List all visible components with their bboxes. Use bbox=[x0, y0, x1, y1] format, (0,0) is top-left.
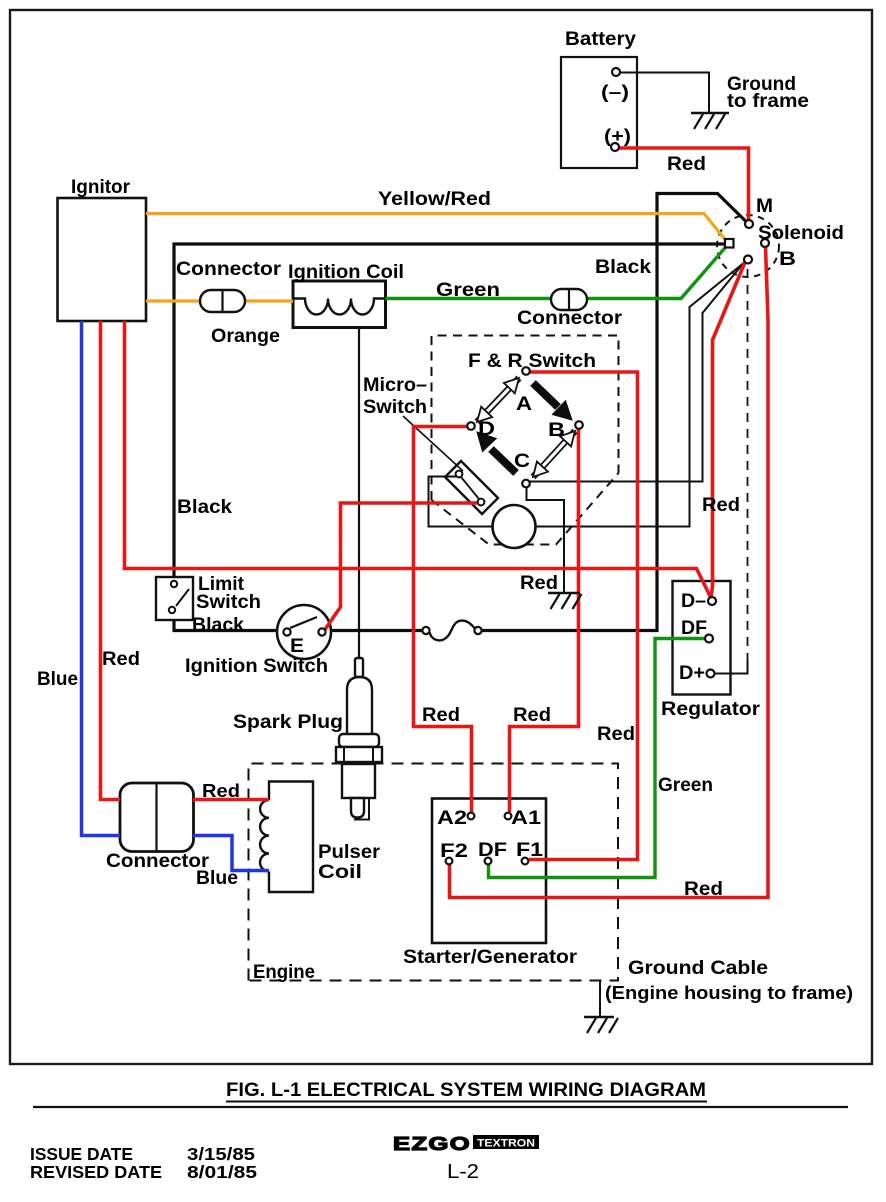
svg-text:Micro–: Micro– bbox=[363, 375, 427, 396]
svg-text:Red: Red bbox=[684, 879, 723, 900]
svg-text:Orange: Orange bbox=[211, 325, 280, 347]
svg-text:TEXTRON: TEXTRON bbox=[477, 1138, 535, 1150]
svg-text:D: D bbox=[478, 418, 495, 440]
svg-text:Black: Black bbox=[192, 615, 244, 636]
svg-text:B: B bbox=[548, 419, 565, 441]
svg-text:Solenoid: Solenoid bbox=[758, 222, 844, 244]
svg-text:Ground: Ground bbox=[727, 73, 796, 95]
svg-text:Battery: Battery bbox=[565, 28, 636, 50]
svg-text:FIG. L-1 ELECTRICAL SYSTEM WIR: FIG. L-1 ELECTRICAL SYSTEM WIRING DIAGRA… bbox=[226, 1080, 706, 1101]
svg-text:A: A bbox=[516, 393, 532, 415]
svg-text:Switch: Switch bbox=[196, 592, 261, 613]
svg-text:Engine: Engine bbox=[253, 962, 315, 983]
svg-text:Starter/Generator: Starter/Generator bbox=[403, 946, 577, 968]
svg-text:Ignition Coil: Ignition Coil bbox=[288, 261, 404, 283]
svg-text:Red: Red bbox=[202, 781, 240, 801]
svg-text:Connector: Connector bbox=[517, 307, 622, 329]
svg-text:ISSUE DATE: ISSUE DATE bbox=[30, 1144, 133, 1164]
svg-text:Ignitor: Ignitor bbox=[71, 177, 131, 198]
svg-text:Ground Cable: Ground Cable bbox=[628, 957, 768, 979]
svg-text:Regulator: Regulator bbox=[661, 698, 760, 720]
svg-text:Red: Red bbox=[513, 705, 551, 726]
svg-text:Blue: Blue bbox=[196, 868, 238, 889]
svg-text:(–): (–) bbox=[601, 82, 629, 102]
svg-text:E: E bbox=[290, 636, 304, 657]
svg-text:to frame: to frame bbox=[727, 90, 809, 112]
svg-text:L-2: L-2 bbox=[447, 1161, 479, 1183]
svg-text:Red: Red bbox=[102, 649, 140, 670]
svg-text:Red: Red bbox=[667, 153, 706, 175]
svg-text:8/01/85: 8/01/85 bbox=[187, 1162, 257, 1182]
svg-text:F2: F2 bbox=[440, 840, 468, 862]
svg-text:Red: Red bbox=[702, 494, 740, 516]
svg-text:Green: Green bbox=[658, 775, 713, 796]
svg-text:Switch: Switch bbox=[363, 397, 427, 418]
svg-text:(Engine housing to frame): (Engine housing to frame) bbox=[605, 983, 853, 1003]
svg-text:Connector: Connector bbox=[176, 258, 281, 280]
svg-text:D–: D– bbox=[681, 591, 706, 612]
svg-text:Blue: Blue bbox=[37, 669, 78, 690]
svg-text:F1: F1 bbox=[516, 839, 543, 861]
svg-text:Limit: Limit bbox=[198, 574, 245, 595]
svg-text:B: B bbox=[779, 248, 796, 270]
svg-text:C: C bbox=[514, 450, 530, 472]
svg-text:Ignition Switch: Ignition Switch bbox=[185, 655, 328, 677]
svg-text:Yellow/Red: Yellow/Red bbox=[378, 189, 491, 210]
svg-text:Red: Red bbox=[422, 705, 460, 726]
svg-text:A2: A2 bbox=[437, 807, 467, 829]
svg-text:Red: Red bbox=[520, 573, 558, 594]
svg-text:(+): (+) bbox=[604, 126, 631, 146]
svg-text:F & R Switch: F & R Switch bbox=[468, 350, 596, 372]
svg-text:Black: Black bbox=[177, 496, 232, 518]
svg-text:Black: Black bbox=[595, 256, 651, 278]
svg-text:D+: D+ bbox=[679, 663, 705, 684]
svg-text:Spark Plug: Spark Plug bbox=[233, 711, 343, 733]
svg-text:Coil: Coil bbox=[318, 862, 362, 883]
svg-text:Connector: Connector bbox=[106, 850, 209, 872]
svg-text:REVISED DATE: REVISED DATE bbox=[30, 1162, 162, 1182]
svg-text:EZGO: EZGO bbox=[393, 1134, 471, 1154]
svg-text:Green: Green bbox=[436, 279, 500, 301]
svg-text:M: M bbox=[756, 195, 773, 217]
svg-text:DF: DF bbox=[478, 839, 507, 861]
svg-text:DF: DF bbox=[681, 618, 707, 639]
svg-text:A1: A1 bbox=[511, 807, 541, 829]
svg-text:3/15/85: 3/15/85 bbox=[187, 1144, 255, 1164]
svg-text:Pulser: Pulser bbox=[318, 842, 381, 863]
svg-text:Red: Red bbox=[597, 724, 635, 745]
